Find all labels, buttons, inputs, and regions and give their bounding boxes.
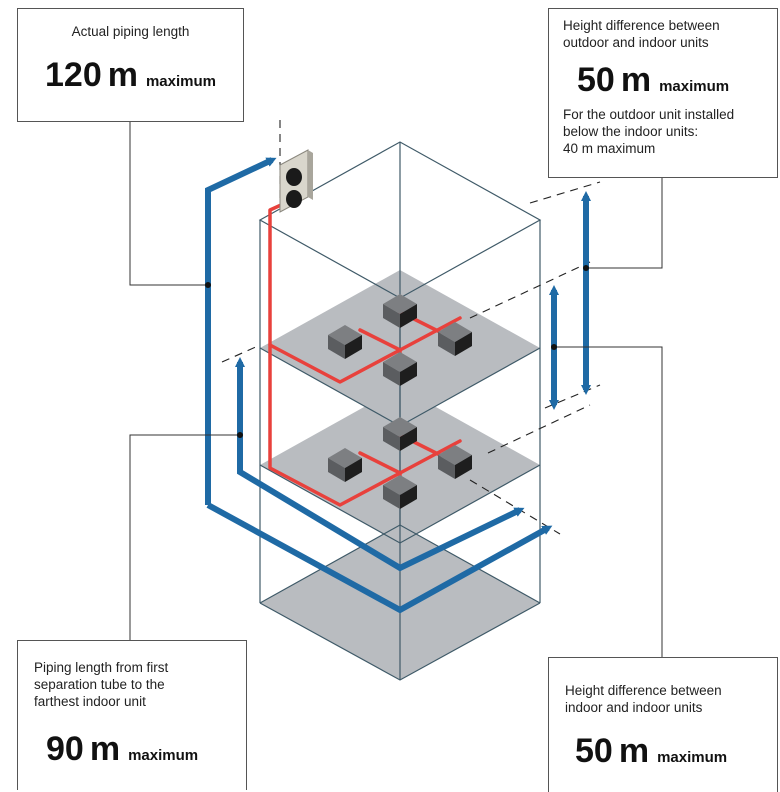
fan-icon: [286, 168, 302, 186]
height-outdoor-indoor-callout: Height difference between outdoor and in…: [548, 8, 778, 178]
leader-lines: [129, 122, 663, 657]
actual-piping-arrow: [205, 157, 277, 505]
label-line: indoor and indoor units: [565, 700, 703, 715]
note-line: below the indoor units:: [563, 124, 699, 139]
label-line: Height difference between: [563, 18, 720, 33]
value-unit: m: [618, 732, 650, 770]
value-number: 90: [46, 730, 84, 768]
label-line: Piping length from first: [34, 660, 169, 675]
value-number: 50: [575, 732, 613, 770]
indoor-unit: [383, 294, 417, 328]
value-unit: m: [620, 61, 652, 99]
value-number: 50: [577, 61, 615, 99]
first-branch-length-callout: Piping length from first separation tube…: [17, 640, 247, 790]
leader-dots: [205, 265, 589, 438]
callout-label: Height difference between indoor and ind…: [565, 682, 777, 716]
actual-piping-lower-arrow: [206, 502, 553, 614]
callout-note: For the outdoor unit installed below the…: [563, 106, 777, 157]
measurement-arrows: [205, 157, 591, 614]
value-suffix: maximum: [657, 749, 728, 766]
indoor-unit: [438, 322, 472, 356]
callout-label: Piping length from first separation tube…: [34, 659, 246, 710]
value-unit: m: [107, 56, 138, 94]
label-line: separation tube to the: [34, 677, 165, 692]
indoor-unit: [328, 325, 362, 359]
label-line: farthest indoor unit: [34, 694, 146, 709]
height-indoor-indoor-callout: Height difference between indoor and ind…: [548, 657, 778, 792]
fan-icon: [286, 190, 302, 208]
value-suffix: maximum: [128, 747, 199, 764]
note-line: For the outdoor unit installed: [563, 107, 735, 122]
outdoor-unit: [279, 149, 313, 213]
value-suffix: maximum: [145, 73, 216, 90]
first-branch-arrow: [235, 357, 525, 572]
value-unit: m: [89, 730, 121, 768]
label-line: outdoor and indoor units: [563, 35, 709, 50]
note-line: 40 m maximum: [563, 141, 656, 156]
label-line: Height difference between: [565, 683, 722, 698]
value-number: 120: [45, 56, 102, 94]
callout-label: Actual piping length: [71, 24, 190, 39]
value-suffix: maximum: [659, 78, 730, 95]
callout-label: Height difference between outdoor and in…: [563, 17, 777, 51]
